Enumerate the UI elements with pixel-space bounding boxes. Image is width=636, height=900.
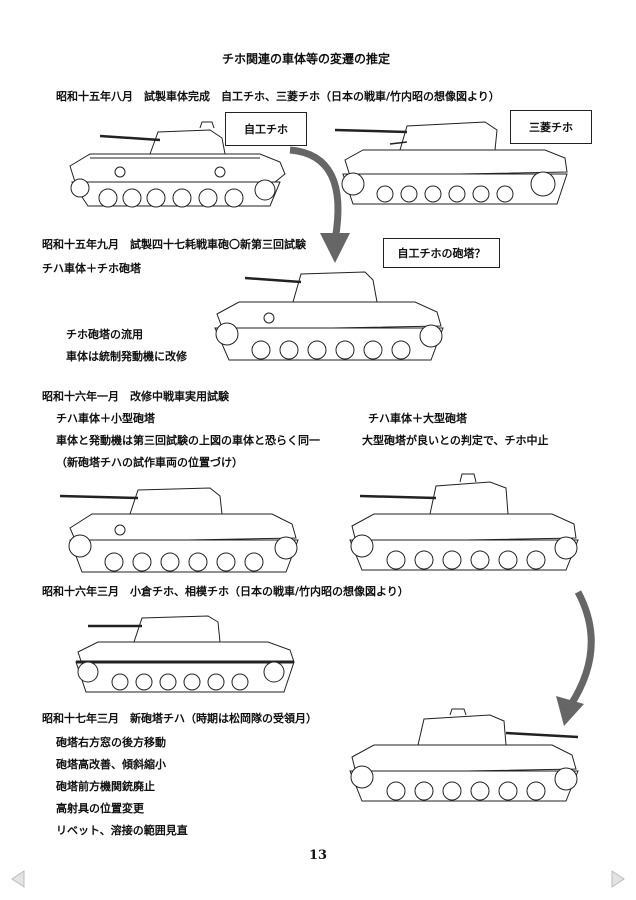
next-page-icon[interactable] [606,868,628,890]
section5-heading: 昭和十七年三月 新砲塔チハ（時期は松岡隊の受領月） [42,712,317,725]
section1-heading: 昭和十五年八月 試製車体完成 自工チホ、三菱チホ（日本の戦車/竹内昭の想像図より… [56,90,500,103]
section5-item: リベット、溶接の範囲見直 [56,824,188,837]
tank-illustration-chiha-large-turret [340,470,585,580]
section3-left2: 車体と発動機は第三回試験の上図の車体と恐らく同一 [56,434,320,447]
section5-item: 砲塔前方機関銃廃止 [56,780,155,793]
tank-illustration-chiha-small-turret [60,478,305,583]
arrow-curve-icon [289,146,350,263]
section3-right2: 大型砲塔が良いとの判定で、チホ中止 [362,434,549,447]
label-jiko-chiho: 自工チホ [225,112,307,146]
section5-item: 砲塔高改善、傾斜縮小 [56,758,166,771]
section3-heading: 昭和十六年一月 改修中戦車実用試験 [42,390,229,403]
section2-note1: チホ砲塔の流用 [66,328,143,341]
section2-heading: 昭和十五年九月 試製四十七耗戦車砲〇新第三回試験 [42,238,306,251]
tank-illustration-mitsubishi-chiho [335,114,575,214]
label-jiko-chiho-turret: 自工チホの砲塔？ [383,238,500,268]
section3-left3: （新砲塔チハの試作車両の位置づけ） [56,456,243,469]
section2-sub: チハ車体＋チホ砲塔 [42,262,141,275]
section3-right1: チハ車体＋大型砲塔 [368,412,467,425]
section3-left1: チハ車体＋小型砲塔 [56,412,155,425]
arrow-curve-icon [556,590,595,726]
page-title: チホ関連の車体等の変遷の推定 [222,52,391,66]
section5-item: 砲塔右方窓の後方移動 [56,736,166,749]
tank-illustration-shinhoto-chiha [340,705,585,810]
page-number: 13 [308,848,328,863]
section4-heading: 昭和十六年三月 小倉チホ、相模チホ（日本の戦車/竹内昭の想像図より） [42,585,409,598]
section5-item: 高射具の位置変更 [56,802,144,815]
tank-illustration-jiko-chiho [60,118,300,218]
tank-illustration-kokura-sagami-chiho [68,606,298,701]
prev-page-icon[interactable] [8,868,30,890]
label-mitsubishi-chiho: 三菱チホ [510,110,592,144]
tank-illustration-chiha-chiho-turret [205,266,455,376]
section2-note2: 車体は統制発動機に改修 [66,350,187,363]
